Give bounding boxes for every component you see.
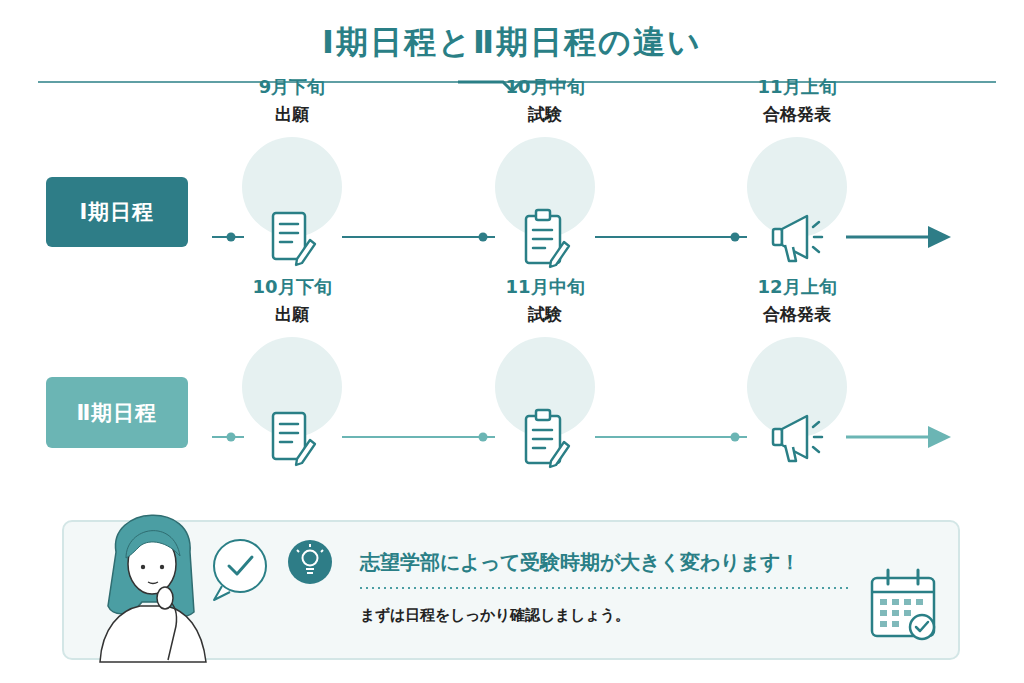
calendar-check-badge	[910, 615, 934, 639]
dotted-divider	[360, 587, 850, 589]
date-label: 10月下旬	[212, 275, 372, 299]
calendar-ring	[887, 570, 890, 584]
circle-outline	[495, 337, 595, 437]
bulb-ray	[309, 544, 311, 547]
step-label: 試験	[465, 303, 625, 325]
announcement-icon	[773, 216, 822, 261]
circle-outline	[747, 137, 847, 237]
tail-arrow-line	[846, 436, 934, 439]
bulb-base	[307, 572, 313, 574]
exam-icon	[526, 210, 569, 267]
step-circle: 9月下旬出願	[242, 75, 342, 287]
timeline-connector	[342, 236, 495, 238]
check-mark	[916, 622, 928, 631]
date-label: 9月下旬	[212, 75, 372, 99]
timeline-connector	[595, 436, 747, 438]
timeline-connector	[595, 236, 747, 238]
lead-dot	[227, 233, 236, 242]
note-heading: 志望学部によって受験時期が大きく変わります！	[360, 548, 920, 576]
announcement-icon	[773, 416, 822, 461]
connector-dot	[731, 433, 740, 442]
bubble-tail	[214, 586, 230, 600]
step-circle: 12月上旬合格発表	[747, 275, 847, 487]
bulb-ray	[321, 550, 323, 552]
circle-fill	[242, 337, 342, 437]
step-label: 試験	[465, 103, 625, 125]
bulb-glass	[303, 551, 318, 566]
hand	[157, 587, 173, 609]
student-illustration	[100, 515, 206, 662]
tail-arrow-head	[928, 226, 951, 248]
step-circle: 11月中旬試験	[495, 275, 595, 487]
application-icon	[273, 213, 315, 265]
hair	[108, 515, 194, 616]
calendar-ring	[917, 570, 920, 584]
calendar-band	[872, 591, 934, 594]
arm	[168, 600, 177, 660]
calendar-frame	[872, 578, 934, 636]
note-body: まずは日程をしっかり確認しましょう。	[360, 604, 920, 626]
step-label: 合格発表	[717, 103, 877, 125]
schedule-label-box: Ⅱ期日程	[46, 377, 188, 448]
bulb-base	[306, 568, 314, 570]
date-label: 10月中旬	[465, 75, 625, 99]
speech-bubble	[214, 540, 266, 600]
connector-dot	[479, 433, 488, 442]
mouth	[148, 582, 158, 584]
schedule-name: Ⅱ期日程	[77, 399, 158, 427]
date-label: 12月上旬	[717, 275, 877, 299]
bubble	[214, 540, 266, 592]
circle-fill	[747, 337, 847, 437]
schedule-name: Ⅰ期日程	[80, 198, 155, 226]
circle-outline	[242, 337, 342, 437]
calendar-grid	[880, 599, 923, 627]
row-2-lead	[212, 426, 951, 448]
step-label: 合格発表	[717, 303, 877, 325]
bangs	[126, 531, 180, 558]
tail-arrow-head	[928, 426, 951, 448]
step-circle: 10月中旬試験	[495, 75, 595, 287]
row-1-lead	[212, 226, 951, 248]
circle-fill	[495, 137, 595, 237]
connector-dot	[731, 233, 740, 242]
lead-dot	[227, 433, 236, 442]
face	[128, 534, 176, 594]
circle-outline	[242, 137, 342, 237]
date-label: 11月中旬	[465, 275, 625, 299]
calendar-icon	[872, 570, 934, 639]
step-label: 出願	[212, 303, 372, 325]
step-circle: 10月下旬出願	[242, 275, 342, 487]
circle-outline	[747, 337, 847, 437]
circle-fill	[242, 137, 342, 237]
timeline-connector	[342, 436, 495, 438]
tail-arrow-line	[846, 236, 934, 239]
step-circle: 11月上旬合格発表	[747, 75, 847, 287]
eye	[160, 565, 164, 569]
date-label: 11月上旬	[717, 75, 877, 99]
exam-icon	[526, 410, 569, 467]
circle-fill	[747, 137, 847, 237]
check-mark	[229, 557, 252, 574]
circle-outline	[495, 137, 595, 237]
body	[100, 606, 206, 662]
step-label: 出願	[212, 103, 372, 125]
diagram-title: Ⅰ期日程とⅡ期日程の違い	[0, 22, 1024, 62]
schedule-label-box: Ⅰ期日程	[46, 177, 188, 247]
connector-dot	[479, 233, 488, 242]
note-box: 志望学部によって受験時期が大きく変わります！ まずは日程をしっかり確認しましょう。	[62, 520, 960, 660]
application-icon	[273, 413, 315, 465]
bulb-icon	[288, 540, 332, 584]
bulb-ray	[297, 550, 299, 552]
circle-fill	[495, 337, 595, 437]
eye	[141, 565, 145, 569]
bulb-badge	[288, 540, 332, 584]
